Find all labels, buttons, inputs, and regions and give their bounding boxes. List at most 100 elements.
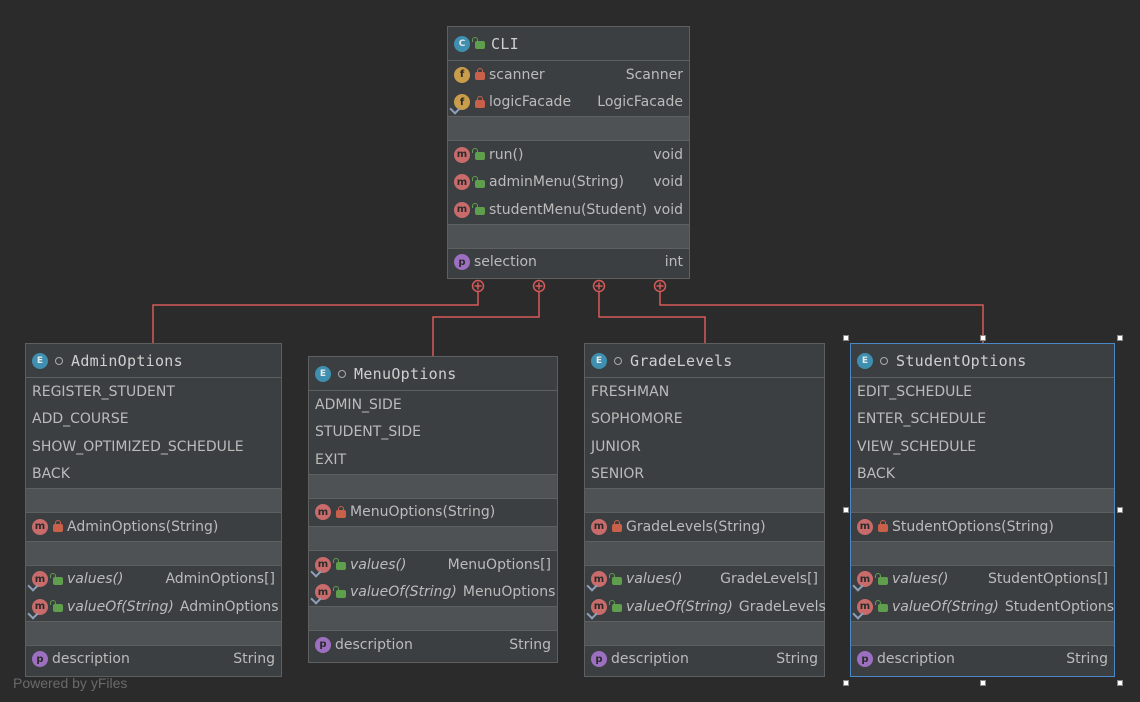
enum-constant[interactable]: EXIT <box>309 446 557 474</box>
enum-node-grade-levels[interactable]: E GradeLevels FRESHMAN SOPHOMORE JUNIOR … <box>584 343 826 677</box>
field-row[interactable]: f scanner Scanner <box>448 61 689 89</box>
class-node-cli[interactable]: C CLI f scanner Scanner f logicFacade Lo… <box>447 26 690 279</box>
package-visibility-icon <box>614 356 622 365</box>
public-visibility-icon <box>472 203 485 216</box>
constant-name: REGISTER_STUDENT <box>32 383 175 400</box>
enum-constant[interactable]: ENTER_SCHEDULE <box>851 406 1114 434</box>
enum-constant[interactable]: BACK <box>26 461 281 489</box>
method-icon: m <box>454 201 470 218</box>
enum-constant[interactable]: REGISTER_STUDENT <box>26 378 281 406</box>
resize-handle-bottom[interactable] <box>980 680 986 686</box>
private-visibility-icon <box>612 520 622 533</box>
constructor-row[interactable]: m AdminOptions(String) <box>26 513 281 541</box>
constructor-section: m StudentOptions(String) <box>851 513 1114 542</box>
public-visibility-icon <box>609 600 622 613</box>
methods-section: m values() AdminOptions[] m valueOf(Stri… <box>26 566 281 622</box>
edge-cli-menuoptions <box>432 292 540 356</box>
property-row[interactable]: p description String <box>585 646 824 674</box>
enum-constant[interactable]: FRESHMAN <box>585 378 824 406</box>
enum-constant[interactable]: ADMIN_SIDE <box>309 391 557 419</box>
public-visibility-icon <box>472 148 485 161</box>
public-visibility-icon <box>875 572 888 585</box>
method-row[interactable]: m values() AdminOptions[] <box>26 566 281 594</box>
field-name: scanner <box>489 66 545 83</box>
constructor-name: GradeLevels(String) <box>626 518 766 535</box>
resize-handle-top[interactable] <box>980 335 986 341</box>
method-name: values() <box>350 556 407 573</box>
method-row[interactable]: m values() MenuOptions[] <box>309 551 557 579</box>
method-row[interactable]: m run() void <box>448 141 689 169</box>
enum-constant[interactable]: EDIT_SCHEDULE <box>851 378 1114 406</box>
method-row[interactable]: m valueOf(String) StudentOptions <box>851 593 1114 621</box>
enum-icon: E <box>857 352 873 369</box>
class-icon: C <box>454 35 470 52</box>
field-icon: f <box>454 66 470 83</box>
property-row[interactable]: p description String <box>851 646 1114 674</box>
enum-constant[interactable]: ADD_COURSE <box>26 406 281 434</box>
constant-name: ADMIN_SIDE <box>315 396 402 413</box>
public-visibility-icon <box>50 600 63 613</box>
constructor-row[interactable]: m StudentOptions(String) <box>851 513 1114 541</box>
method-row[interactable]: m adminMenu(String) void <box>448 169 689 197</box>
node-header: E AdminOptions <box>26 344 281 378</box>
resize-handle-bottom-right[interactable] <box>1117 680 1123 686</box>
method-row[interactable]: m valueOf(String) AdminOptions <box>26 593 281 621</box>
resize-handle-bottom-left[interactable] <box>843 680 849 686</box>
fields-section: f scanner Scanner f logicFacade LogicFac… <box>448 61 689 117</box>
property-row[interactable]: p selection int <box>448 249 689 277</box>
constructor-row[interactable]: m GradeLevels(String) <box>585 513 824 541</box>
enum-icon: E <box>32 352 48 369</box>
enum-constant[interactable]: SENIOR <box>585 461 824 489</box>
method-row[interactable]: m studentMenu(Student) void <box>448 196 689 224</box>
node-header: C CLI <box>448 27 689 61</box>
constructor-row[interactable]: m MenuOptions(String) <box>309 499 557 527</box>
constructor-name: StudentOptions(String) <box>892 518 1054 535</box>
enum-constant[interactable]: JUNIOR <box>585 433 824 461</box>
constant-name: BACK <box>857 466 895 483</box>
method-type: GradeLevels[] <box>720 571 818 588</box>
resize-handle-top-right[interactable] <box>1117 335 1123 341</box>
method-row[interactable]: m values() GradeLevels[] <box>585 566 824 594</box>
inner-class-markers <box>471 279 667 293</box>
method-icon: m <box>591 571 607 588</box>
method-name: values() <box>892 571 949 588</box>
enum-constant[interactable]: STUDENT_SIDE <box>309 419 557 447</box>
method-type: AdminOptions[] <box>165 571 275 588</box>
method-icon: m <box>32 571 48 588</box>
enum-icon: E <box>591 352 607 369</box>
field-row[interactable]: f logicFacade LogicFacade <box>448 89 689 117</box>
method-icon: m <box>857 598 873 615</box>
empty-section <box>448 224 689 249</box>
resize-handle-right[interactable] <box>1117 507 1123 513</box>
property-icon: p <box>857 651 873 668</box>
method-row[interactable]: m values() StudentOptions[] <box>851 566 1114 594</box>
property-name: description <box>52 651 130 668</box>
node-header: E StudentOptions <box>851 344 1114 378</box>
enum-constant[interactable]: BACK <box>851 461 1114 489</box>
resize-handle-left[interactable] <box>843 507 849 513</box>
property-row[interactable]: p description String <box>309 631 557 659</box>
enum-constant[interactable]: SHOW_OPTIMIZED_SCHEDULE <box>26 433 281 461</box>
method-row[interactable]: m valueOf(String) MenuOptions <box>309 579 557 607</box>
enum-constant[interactable]: SOPHOMORE <box>585 406 824 434</box>
enum-node-menu-options[interactable]: E MenuOptions ADMIN_SIDE STUDENT_SIDE EX… <box>308 356 558 663</box>
edge-cli-gradelevels <box>598 292 706 343</box>
constant-name: VIEW_SCHEDULE <box>857 438 977 455</box>
constant-name: FRESHMAN <box>591 383 670 400</box>
property-row[interactable]: p description String <box>26 646 281 674</box>
methods-section: m values() GradeLevels[] m valueOf(Strin… <box>585 566 826 622</box>
method-icon: m <box>454 174 470 191</box>
public-visibility-icon <box>50 572 63 585</box>
enum-constant[interactable]: VIEW_SCHEDULE <box>851 433 1114 461</box>
resize-handle-top-left[interactable] <box>843 335 849 341</box>
method-icon: m <box>315 556 331 573</box>
method-type: void <box>653 146 683 163</box>
properties-section: p description String <box>585 646 824 674</box>
enum-node-student-options[interactable]: E StudentOptions EDIT_SCHEDULE ENTER_SCH… <box>850 343 1115 677</box>
enum-title: AdminOptions <box>71 351 183 370</box>
method-row[interactable]: m valueOf(String) GradeLevels <box>585 593 826 621</box>
node-header: E MenuOptions <box>309 357 557 391</box>
enum-node-admin-options[interactable]: E AdminOptions REGISTER_STUDENT ADD_COUR… <box>25 343 282 677</box>
public-visibility-icon <box>472 175 485 188</box>
package-visibility-icon <box>55 356 63 365</box>
